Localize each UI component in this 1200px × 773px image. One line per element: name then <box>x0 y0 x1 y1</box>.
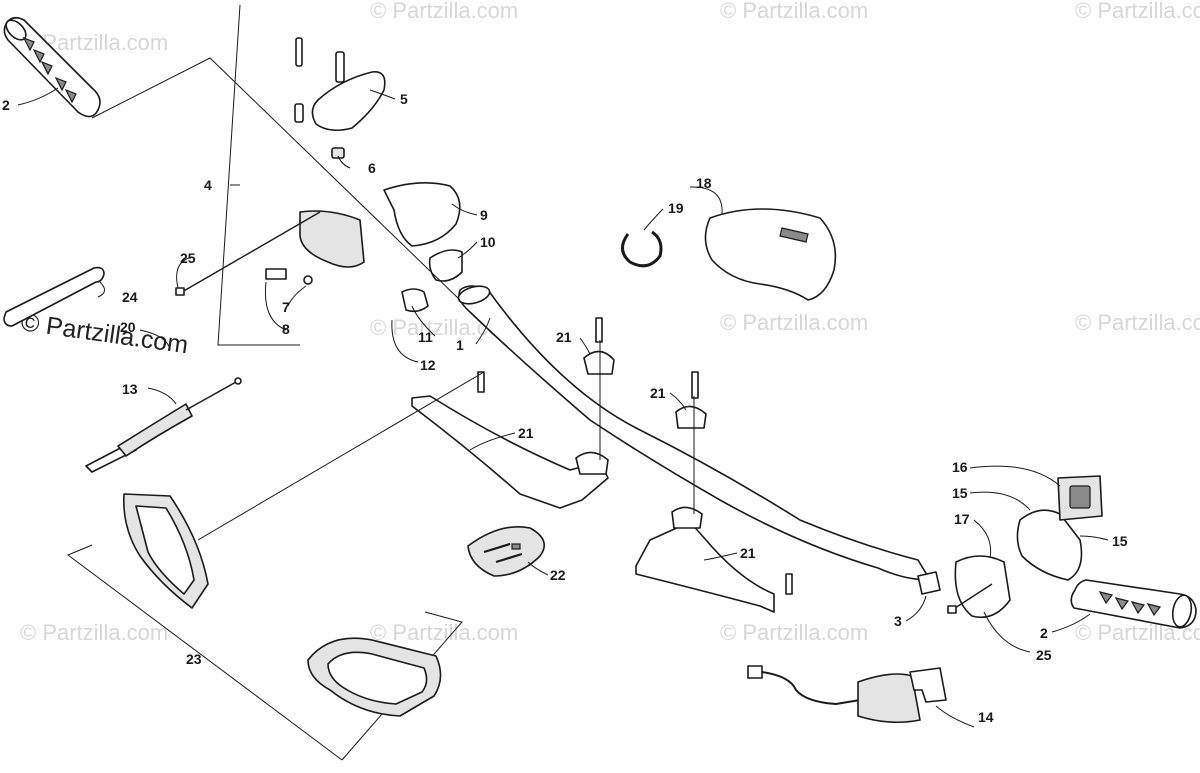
callout-11: 11 <box>418 329 433 345</box>
deflector-lower[interactable] <box>307 637 442 717</box>
throttle-cable[interactable] <box>85 377 242 473</box>
callout-leaders <box>17 57 1109 728</box>
rod[interactable] <box>3 266 105 327</box>
watermark: © Partzilla.com <box>720 310 868 335</box>
callout-2-right: 2 <box>1040 625 1048 641</box>
right-grip[interactable] <box>1070 579 1197 629</box>
watermark: © Partzilla.com <box>720 0 868 23</box>
callout-5: 5 <box>400 91 408 107</box>
wire-harness[interactable] <box>747 665 947 724</box>
callout-2: 2 <box>2 97 10 113</box>
callout-23: 23 <box>186 651 202 667</box>
watermark: © Partzilla.com <box>20 620 168 645</box>
callout-20: 20 <box>120 319 136 335</box>
callout-22: 22 <box>550 567 566 583</box>
callout-13: 13 <box>122 381 138 397</box>
hardware-kit[interactable] <box>467 526 546 577</box>
end-cap[interactable] <box>917 571 941 595</box>
watermark: © Partzilla.com <box>1075 0 1200 23</box>
retaining-ring[interactable] <box>621 230 663 268</box>
callout-15: 15 <box>952 485 968 501</box>
callout-labels: 2 4 5 6 9 10 25 24 7 8 20 11 1 12 13 18 … <box>2 91 1128 725</box>
callout-19: 19 <box>668 200 684 216</box>
callout-25-right: 25 <box>1036 647 1052 663</box>
callout-21: 21 <box>518 425 534 441</box>
screw-right[interactable] <box>947 583 993 614</box>
callout-21: 21 <box>556 329 572 345</box>
callout-25-left: 25 <box>180 250 196 266</box>
callout-6: 6 <box>368 160 376 176</box>
callout-9: 9 <box>480 207 488 223</box>
callout-4: 4 <box>204 177 212 193</box>
callout-24: 24 <box>122 289 138 305</box>
watermark: © Partzilla.com <box>1075 310 1200 335</box>
callout-3: 3 <box>894 613 902 629</box>
callout-8: 8 <box>282 321 290 337</box>
callout-10: 10 <box>480 234 496 250</box>
watermark-dark: © Partzilla.com <box>19 308 190 359</box>
bracket-leaders <box>197 340 695 541</box>
left-grip[interactable] <box>3 16 101 118</box>
callout-12: 12 <box>420 357 436 373</box>
callout-21: 21 <box>650 385 666 401</box>
callout-1: 1 <box>456 337 464 353</box>
mount-bracket-right[interactable] <box>635 371 793 613</box>
handlebar[interactable] <box>456 283 931 581</box>
handguard[interactable] <box>704 208 837 301</box>
watermark: © Partzilla.com <box>720 620 868 645</box>
watermark: © Partzilla.com <box>370 0 518 23</box>
callout-7: 7 <box>282 299 290 315</box>
callout-16: 16 <box>952 459 968 475</box>
bracket-item-4 <box>217 4 300 346</box>
deflector-upper[interactable] <box>123 493 209 609</box>
callout-14: 14 <box>978 709 994 725</box>
screw-left[interactable] <box>175 211 321 296</box>
callout-21: 21 <box>740 545 756 561</box>
throttle-assembly[interactable] <box>265 37 463 313</box>
switch-housing[interactable] <box>954 475 1103 619</box>
watermark: © Partzilla.com <box>370 620 518 645</box>
callout-17: 17 <box>954 511 970 527</box>
callout-18: 18 <box>696 175 712 191</box>
callout-15: 15 <box>1112 533 1128 549</box>
